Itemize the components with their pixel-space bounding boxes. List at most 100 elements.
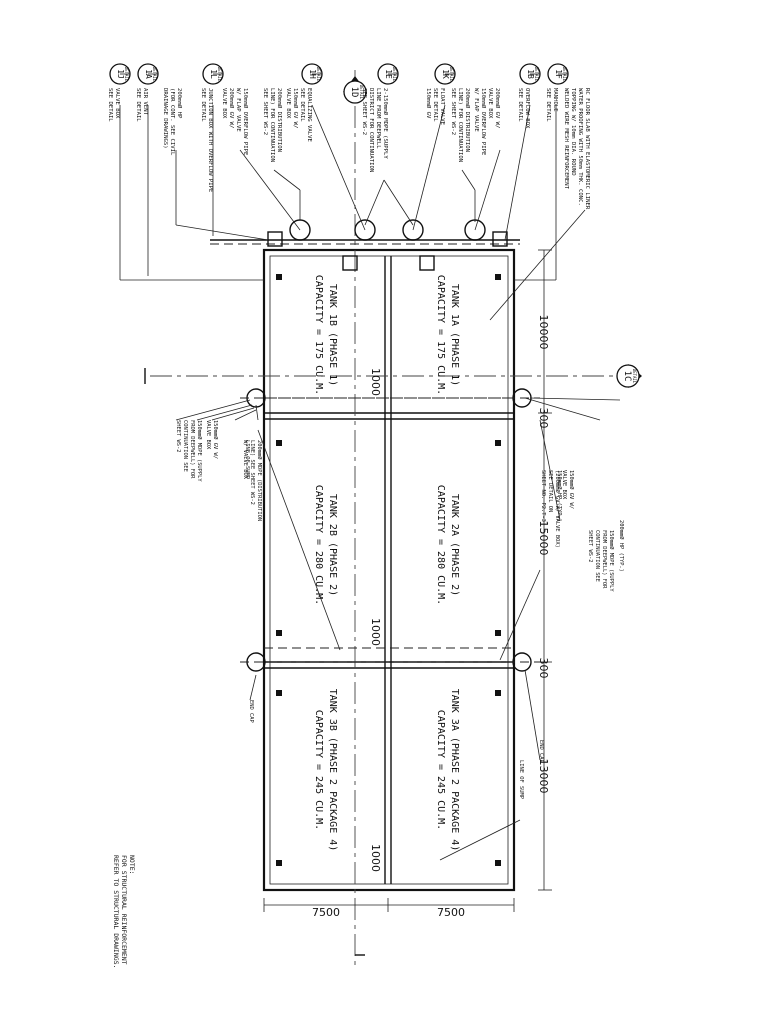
tank-1b-name: TANK 1B (PHASE 1)	[327, 284, 338, 386]
callout-text: LINE) FOR CONTINUATION	[269, 88, 275, 162]
callout-sheet: DETAIL	[316, 67, 321, 82]
valve-symbol	[354, 219, 376, 241]
annotation-note: 150mmØ HP (TYP.)	[556, 470, 563, 522]
annotation-note: LINE OF SUMP	[518, 760, 524, 799]
svg-text:DETAIL: DETAIL	[359, 85, 364, 100]
callout-text: SEE DETAIL	[517, 88, 523, 122]
callout-text: 200mmØ DISTRIBUTION	[464, 88, 471, 152]
dim-1000-b: 1000	[369, 618, 382, 646]
callout-text: RC FLOOR SLAB WITH ELASTOMERIC LINER	[584, 88, 590, 210]
annotation-note: END CAP	[248, 700, 254, 723]
annotation-text: END CAP	[248, 700, 254, 723]
annotation-text: 150mmØ HP (TYP.)	[556, 470, 563, 522]
tank-1a-capacity: CAPACITY = 175 CU.M.	[435, 275, 446, 395]
callout-text: 200mmØ HP	[176, 88, 183, 119]
callout-text: SEE DETAIL	[107, 88, 113, 122]
callout-sheet: DETAIL	[124, 67, 129, 82]
annotation-text: 150mmØ MDPE (SUPPLY	[196, 420, 203, 482]
callout-text: DISTRICT FOR CONTINUATION	[368, 88, 374, 172]
annotation-text: (200mmØ GV W/ VALVE BOX)	[554, 470, 561, 548]
svg-text:DETAIL: DETAIL	[632, 369, 637, 384]
callout-text: W/ FLAP VALVE	[473, 88, 479, 132]
annotation-note: END CAP	[538, 740, 544, 763]
note-heading: NOTE:	[128, 855, 136, 875]
tank-2b-name: TANK 2B (PHASE 2)	[327, 494, 338, 596]
callout-text: SEE DETAIL	[299, 88, 305, 122]
callout-text: VALVE BOX	[114, 88, 120, 119]
junction-box-symbol	[267, 231, 283, 247]
annotation-text: SHEET WS-2	[175, 420, 181, 452]
callout-text: OVERFLOW BOX	[524, 88, 530, 129]
dim-1000-c: 1000	[369, 844, 382, 872]
callout-text: TOPPING W/ 10mm DIA. ROUND	[570, 88, 576, 176]
callout-sheet: DETAIL	[534, 67, 539, 82]
note-line-1: FOR STRUCTURAL REINFORCEMENT	[120, 855, 128, 965]
annotation-text: VALVE BOX	[205, 420, 211, 450]
callout-note-13: RC FLOOR SLAB WITH ELASTOMERIC LINERWATE…	[563, 88, 590, 210]
callout-text: (FOR CONT. SEE CIVIL	[169, 88, 175, 156]
tank-3b-name: TANK 3B (PHASE 2 PACKAGE 4)	[327, 689, 338, 852]
tank-outer-wall	[262, 248, 516, 892]
leader-lines	[119, 104, 621, 861]
annotation-note: 150mmØ GV W/VALVE BOX	[205, 420, 219, 459]
dim-300-a: 300	[537, 408, 550, 429]
tank-1a-name: TANK 1A (PHASE 1)	[449, 284, 460, 386]
annotation-text: FROM DEEPWELL) FOR	[601, 530, 607, 589]
callout-text: DRAINAGE DRAWINGS)	[162, 88, 168, 149]
callout-text: 150mmØ GV	[425, 88, 432, 119]
annotation-text: CONTINUATION SEE	[594, 530, 600, 582]
dim-15000: 15000	[537, 521, 550, 556]
callout-id: 1B	[526, 69, 535, 79]
callout-text: LINE) FOR CONTINUATION	[457, 88, 463, 162]
callout-id: 1A	[144, 69, 153, 79]
dim-7500-left: 7500	[312, 906, 340, 919]
sheet-note: NOTE: FOR STRUCTURAL REINFORCEMENT REFER…	[112, 855, 136, 969]
corner-markers	[276, 274, 501, 866]
callout-sheet: DETAIL	[449, 67, 454, 82]
annotation-text: 150mmØ GV W/	[212, 420, 219, 459]
callout-text: SEE DETAIL	[545, 88, 551, 122]
annotation-text: SEE DETAIL ON	[547, 470, 553, 512]
callout-text: SEE SHEET WS-2	[262, 88, 268, 135]
callout-text: VALVE BOX	[285, 88, 291, 119]
tank-2a-capacity: CAPACITY = 280 CU.M.	[435, 485, 446, 605]
callout-text: EQUALIZING VALVE	[306, 88, 312, 143]
annotation-text: CONTINUATION SEE	[182, 420, 188, 472]
tank-3b-capacity: CAPACITY = 245 CU.M.	[313, 710, 324, 830]
callout-text: 150mmØ OVERFLOW PIPE	[480, 88, 487, 156]
callout-text: LINE FROM DEEPWELL	[375, 88, 381, 149]
manhole-symbol	[419, 255, 435, 271]
note-line-2: REFER TO STRUCTURAL DRAWINGS.	[112, 855, 120, 969]
valve-symbol	[402, 219, 424, 241]
callout-sheet: DETAIL	[562, 67, 567, 82]
dim-300-b: 300	[537, 658, 550, 679]
callout-text: FLOAT VALVE	[439, 88, 445, 126]
callout-text: 2-150mmØ MDPE (SUPPLY	[382, 88, 389, 159]
annotation-text: FROM DEEPWELL) FOR	[189, 420, 195, 479]
callout-text: SEE DETAIL	[135, 88, 141, 122]
tank-3a-capacity: CAPACITY = 245 CU.M.	[435, 710, 446, 830]
dim-7500-right: 7500	[437, 906, 465, 919]
callout-id: 1J	[116, 69, 125, 79]
annotation-text: LINE OF SUMP	[244, 440, 250, 479]
callout-id: 1L	[209, 69, 218, 79]
annotation-text: 150mmØ MDPE (SUPPLY	[608, 530, 615, 592]
callout-sheet: DETAIL	[152, 67, 157, 82]
dimension-lines	[263, 249, 552, 912]
tank-2a-name: TANK 2A (PHASE 2)	[449, 494, 460, 596]
callout-text: SEE DETAIL	[200, 88, 206, 122]
annotation-text: VALVE BOX	[561, 470, 567, 500]
annotation-note: 200mmØ HP (TYP.)	[618, 520, 625, 572]
